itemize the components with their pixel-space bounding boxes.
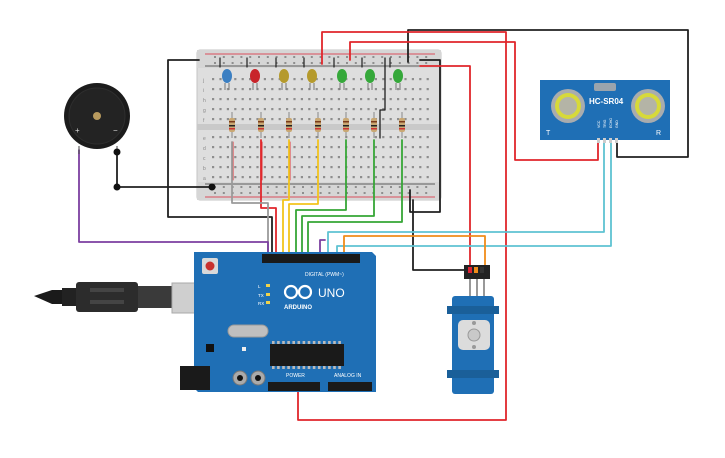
analog-header	[328, 382, 372, 391]
reset-button[interactable]	[205, 261, 215, 271]
power-header	[268, 382, 320, 391]
wire-yellow-2[interactable]	[288, 139, 319, 259]
row-label-c: c	[203, 156, 206, 162]
sensor-pin-labels: VCC TRIG ECHO GND	[597, 118, 619, 128]
resistor-7[interactable]	[399, 112, 405, 138]
digital-header	[262, 254, 360, 263]
arduino-uno-board[interactable]: ARDUINO UNO DIGITAL (PWM~) L TX RX POWER…	[180, 252, 376, 392]
sensor-pin-echo: ECHO	[609, 118, 613, 128]
led-red[interactable]	[250, 69, 260, 90]
wire-orange[interactable]	[343, 235, 486, 269]
breadboard-row-labels: j i h g f e d c b a	[202, 78, 206, 182]
sensor-pin-gnd: GND	[615, 120, 619, 128]
led-blue[interactable]	[222, 69, 232, 90]
row-label-g: g	[203, 108, 206, 114]
wire-green-1[interactable]	[295, 139, 347, 259]
arduino-logo: ARDUINO	[283, 284, 312, 311]
row-label-d: d	[203, 146, 206, 152]
buzzer-minus-label: −	[113, 126, 118, 135]
power-jack	[180, 366, 210, 390]
resistor-6[interactable]	[371, 112, 377, 138]
sensor-label: HC-SR04	[589, 97, 624, 106]
rx-label: RX	[258, 301, 264, 306]
wire-black-sensor[interactable]	[407, 29, 689, 158]
digital-pwm-label: DIGITAL (PWM~)	[305, 272, 344, 278]
power-label: POWER	[286, 373, 305, 379]
arduino-model-text: UNO	[318, 286, 345, 300]
led-green-2[interactable]	[365, 69, 375, 90]
row-label-j: j	[202, 78, 204, 84]
wire-red-top1[interactable]	[297, 31, 507, 421]
led-green-3[interactable]	[393, 69, 403, 90]
sensor-pin-vcc: VCC	[597, 120, 601, 128]
wire-black-led-col[interactable]	[379, 57, 386, 139]
wire-gray[interactable]	[231, 141, 269, 259]
arduino-brand-text: ARDUINO	[284, 305, 312, 311]
l-led-label: L	[258, 284, 261, 289]
wire-black-servo[interactable]	[409, 59, 441, 213]
servo-motor[interactable]	[447, 265, 499, 394]
resistor-1[interactable]	[229, 112, 235, 138]
led-yellow-2[interactable]	[307, 69, 317, 90]
analog-in-label: ANALOG IN	[334, 373, 362, 379]
chip-pins	[272, 341, 341, 369]
wire-yellow-1[interactable]	[282, 139, 290, 259]
row-label-e: e	[203, 136, 206, 142]
usb-cable	[34, 282, 203, 314]
ultrasonic-sensor-hc-sr04[interactable]: HC-SR04 T R VCC TRIG ECHO GND	[540, 80, 670, 143]
wire-black-led1[interactable]	[219, 57, 391, 68]
sensor-pin-trig: TRIG	[603, 119, 607, 128]
wire-black-rail-left[interactable]	[167, 59, 273, 259]
sensor-corner-r: R	[656, 130, 661, 137]
wire-red-top2[interactable]	[349, 41, 599, 161]
wires	[78, 29, 689, 421]
resistor-2[interactable]	[258, 112, 264, 138]
resistor-4[interactable]	[315, 112, 321, 138]
atmega-chip	[270, 344, 344, 366]
row-label-f: f	[203, 118, 205, 124]
wire-red-servo[interactable]	[419, 65, 471, 269]
resistor-3[interactable]	[286, 112, 292, 138]
row-label-b: b	[203, 166, 206, 172]
wire-black-servo2[interactable]	[412, 199, 479, 271]
wire-green-2[interactable]	[301, 139, 375, 259]
led-green-1[interactable]	[337, 69, 347, 90]
wire-green-3[interactable]	[307, 139, 403, 259]
led-array	[222, 69, 403, 90]
tx-label: TX	[258, 293, 264, 298]
resistor-5[interactable]	[343, 112, 349, 138]
wire-cyan-1[interactable]	[327, 139, 605, 259]
sensor-corner-t: T	[546, 130, 551, 137]
row-label-h: h	[203, 98, 206, 104]
row-label-a: a	[203, 176, 206, 182]
led-yellow-1[interactable]	[279, 69, 289, 90]
buzzer-plus-label: +	[75, 126, 80, 135]
row-label-i: i	[203, 88, 204, 94]
resistor-array	[229, 112, 405, 138]
piezo-buzzer[interactable]: + −	[64, 83, 216, 191]
wire-red-rail[interactable]	[232, 141, 319, 181]
